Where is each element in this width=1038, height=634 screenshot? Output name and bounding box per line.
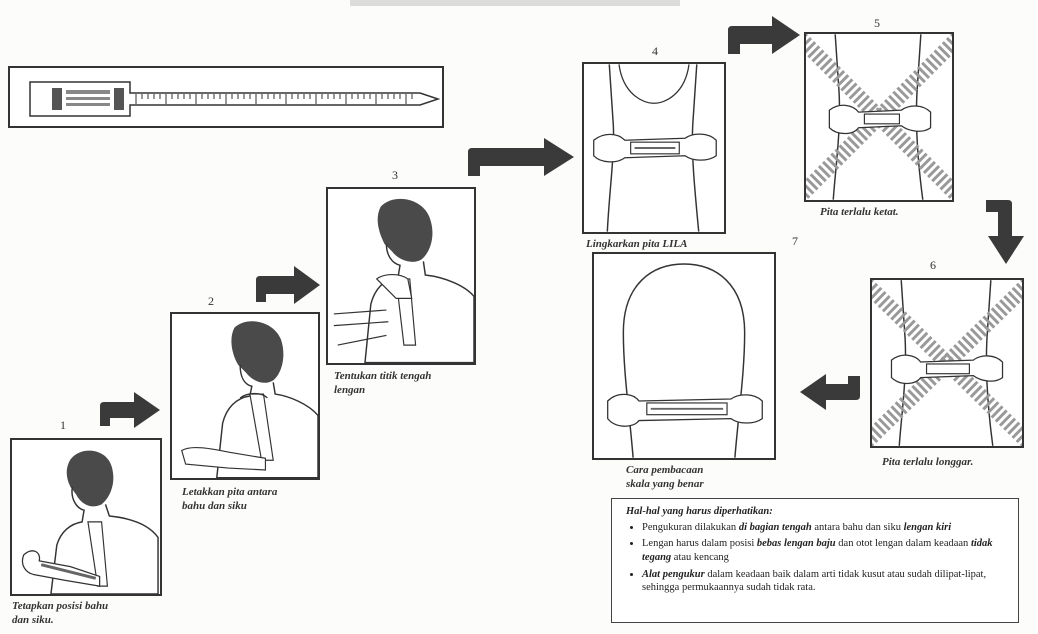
step-7-illustration bbox=[592, 252, 776, 460]
notes-title: Hal-hal yang harus diperhatikan: bbox=[626, 505, 1008, 519]
caption-line: bahu dan siku bbox=[182, 500, 322, 514]
step-number: 1 bbox=[60, 418, 66, 433]
notes-emphasis: lengan kiri bbox=[904, 522, 952, 533]
arrow-right-icon bbox=[724, 14, 802, 56]
notes-list: Pengukuran dilakukan di bagian tengah an… bbox=[626, 521, 1008, 595]
notes-box: Hal-hal yang harus diperhatikan: Penguku… bbox=[611, 498, 1019, 623]
step-1-illustration bbox=[10, 438, 162, 596]
caption-line: Cara pembacaan bbox=[626, 464, 776, 478]
caption-line: skala yang benar bbox=[626, 478, 776, 492]
arrow-left-icon bbox=[798, 372, 862, 412]
notes-text: Pengukuran dilakukan bbox=[642, 522, 739, 533]
arrow-right-icon bbox=[464, 136, 576, 178]
notes-item: Pengukuran dilakukan di bagian tengah an… bbox=[642, 521, 1008, 535]
arrow-down-icon bbox=[984, 196, 1028, 266]
step-caption: Letakkan pita antara bahu dan siku bbox=[182, 486, 322, 514]
caption-line: Pita terlalu ketat. bbox=[820, 206, 960, 220]
step-caption: Tetapkan posisi bahu dan siku. bbox=[12, 600, 182, 628]
notes-emphasis: Alat pengukur bbox=[642, 569, 705, 580]
caption-line: Letakkan pita antara bbox=[182, 486, 322, 500]
caption-line: Tentukan titik tengah bbox=[334, 370, 474, 384]
step-number: 4 bbox=[652, 44, 658, 59]
step-caption: Lingkarkan pita LILA bbox=[586, 238, 746, 252]
notes-text: atau kencang bbox=[671, 552, 729, 563]
step-number: 6 bbox=[930, 258, 936, 273]
step-number: 7 bbox=[792, 234, 798, 249]
notes-item: Lengan harus dalam posisi bebas lengan b… bbox=[642, 537, 1008, 564]
step-3-illustration bbox=[326, 187, 476, 365]
notes-emphasis: di bagian tengah bbox=[739, 522, 812, 533]
arrow-right-icon bbox=[252, 264, 322, 306]
step-caption: Pita terlalu ketat. bbox=[820, 206, 960, 220]
step-2-illustration bbox=[170, 312, 320, 480]
caption-line: Tetapkan posisi bahu bbox=[12, 600, 182, 614]
step-number: 3 bbox=[392, 168, 398, 183]
caption-line: dan siku. bbox=[12, 614, 182, 628]
notes-item: Alat pengukur dalam keadaan baik dalam a… bbox=[642, 568, 1008, 595]
notes-text: antara bahu dan siku bbox=[812, 522, 904, 533]
arrow-right-icon bbox=[96, 390, 162, 430]
caption-line: lengan bbox=[334, 384, 474, 398]
step-caption: Cara pembacaan skala yang benar bbox=[626, 464, 776, 492]
step-4-illustration bbox=[582, 62, 726, 234]
step-caption: Pita terlalu longgar. bbox=[882, 456, 1032, 470]
caption-line: Lingkarkan pita LILA bbox=[586, 238, 746, 252]
step-number: 2 bbox=[208, 294, 214, 309]
step-number: 5 bbox=[874, 16, 880, 31]
notes-text: Lengan harus dalam posisi bbox=[642, 538, 757, 549]
notes-text: dan otot lengan dalam keadaan bbox=[836, 538, 971, 549]
lila-tape-icon bbox=[8, 66, 444, 128]
step-6-illustration bbox=[870, 278, 1024, 448]
step-caption: Tentukan titik tengah lengan bbox=[334, 370, 474, 398]
notes-emphasis: bebas lengan baju bbox=[757, 538, 836, 549]
caption-line: Pita terlalu longgar. bbox=[882, 456, 1032, 470]
step-5-illustration bbox=[804, 32, 954, 202]
scan-smudge bbox=[350, 0, 680, 10]
